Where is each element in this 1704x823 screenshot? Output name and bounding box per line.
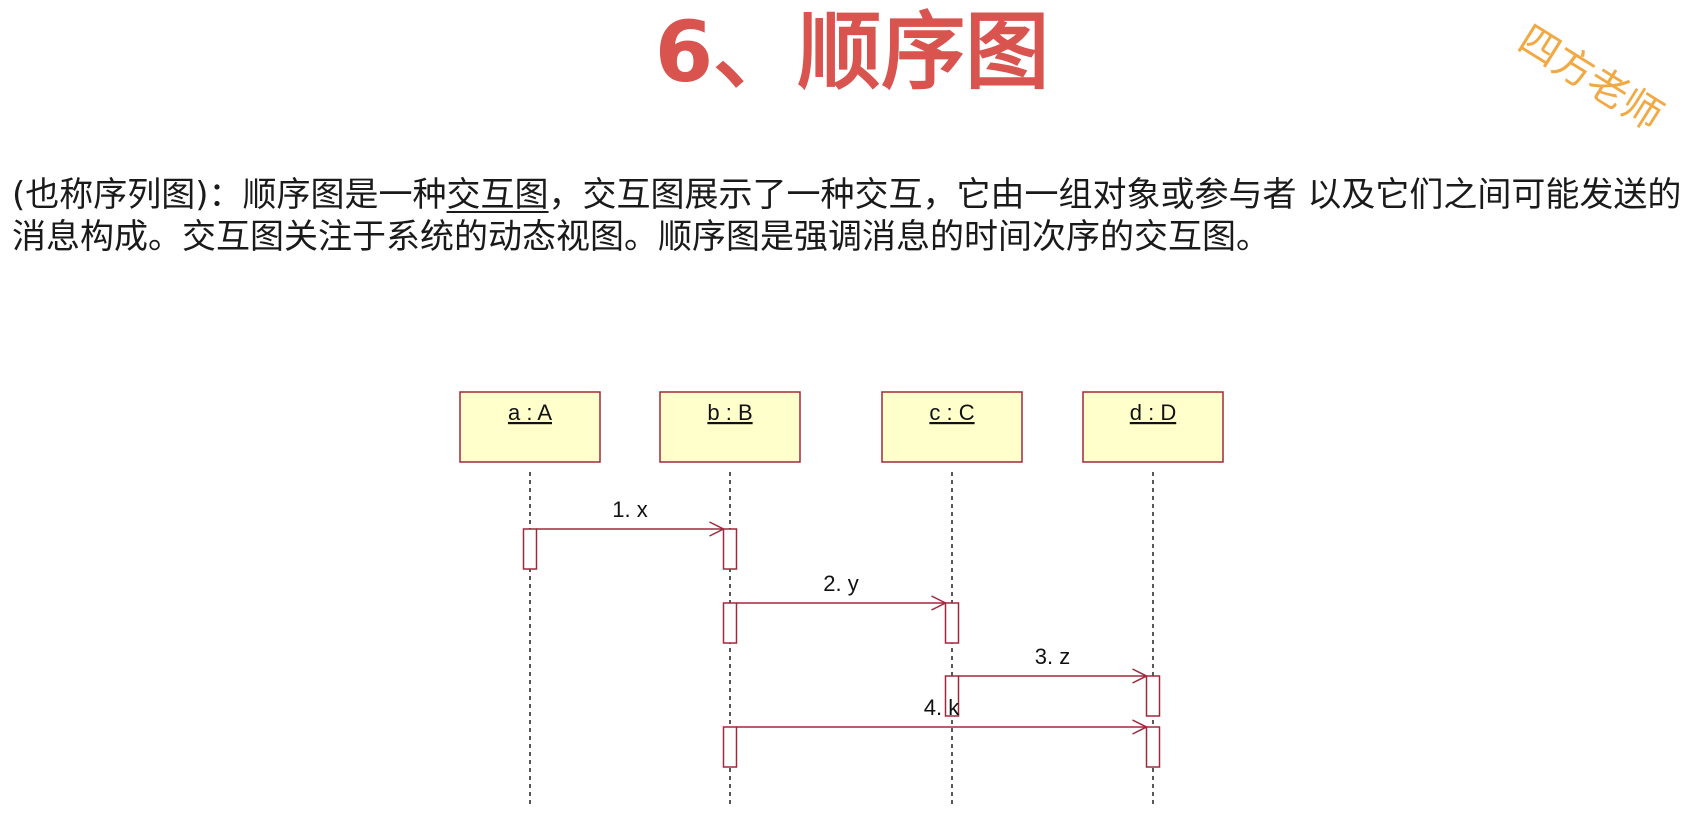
message-arrowhead-1 xyxy=(709,521,726,537)
activation-bar-b-4 xyxy=(722,726,738,768)
activation-bar-c-3 xyxy=(944,675,960,717)
activation-bar-b-2 xyxy=(722,602,738,644)
activation-bar-a-1 xyxy=(522,528,538,570)
message-label-3: 3. z xyxy=(1035,644,1070,669)
message-arrowhead-3 xyxy=(1132,668,1149,684)
object-label-d: d : D xyxy=(1130,400,1176,425)
message-arrowhead-2 xyxy=(931,595,948,611)
message-label-1: 1. x xyxy=(612,497,647,522)
activation-bar-d-3 xyxy=(1145,675,1161,717)
description-text-part2: ，交互图展示了一种交互，它由一组对象或参与者 以及它们之间可能发送的消息构成。交… xyxy=(12,175,1682,257)
object-label-b: b : B xyxy=(707,400,752,425)
description-underlined-term: 交互图 xyxy=(446,175,549,215)
activation-bar-b-1 xyxy=(722,528,738,570)
activation-bar-c-2 xyxy=(944,602,960,644)
message-label-2: 2. y xyxy=(823,571,858,596)
message-arrowhead-4 xyxy=(1132,719,1149,735)
page-title: 6、顺序图 xyxy=(654,3,1050,101)
object-box-a xyxy=(459,391,601,463)
object-label-a: a : A xyxy=(508,400,552,425)
activation-bar-d-4 xyxy=(1145,726,1161,768)
description-paragraph: (也称序列图)：顺序图是一种交互图，交互图展示了一种交互，它由一组对象或参与者 … xyxy=(12,174,1702,258)
object-box-d xyxy=(1082,391,1224,463)
object-box-b xyxy=(659,391,801,463)
message-label-4: 4. k xyxy=(924,695,960,720)
object-label-c: c : C xyxy=(929,400,974,425)
object-box-c xyxy=(881,391,1023,463)
description-text-part1: (也称序列图)：顺序图是一种 xyxy=(12,175,447,215)
